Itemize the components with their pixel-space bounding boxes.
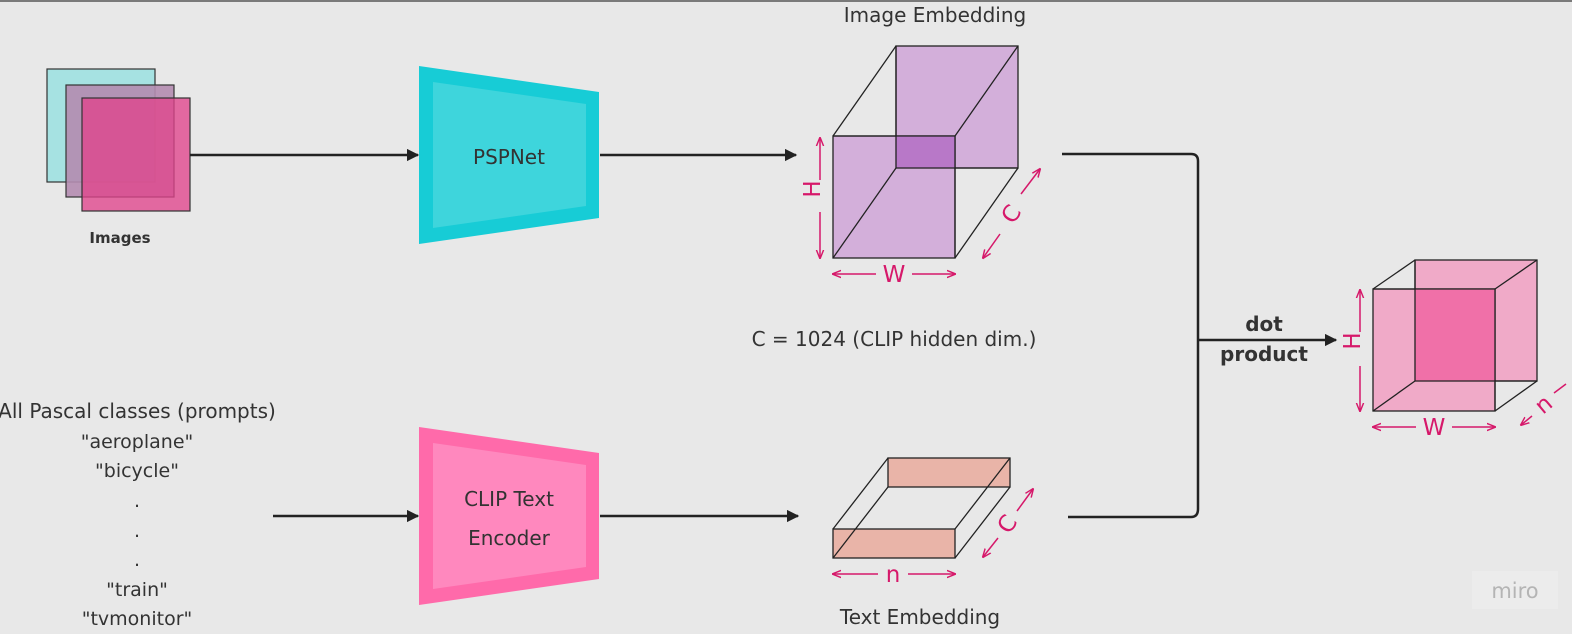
clip-text-encoder-block (419, 427, 599, 605)
prompt-item: "tvmonitor" (82, 608, 193, 630)
txt-c-arrow-down (983, 537, 999, 557)
txt-n-label: n (886, 562, 901, 588)
prompts-list: All Pascal classes (prompts) "aeroplane"… (0, 399, 276, 630)
img-c-arrow-down (983, 233, 1001, 258)
watermark-badge (1472, 571, 1558, 609)
miro-watermark: miro (1491, 579, 1538, 603)
prompt-item: . (134, 549, 140, 571)
img-c-arrow-up (1020, 169, 1040, 195)
output-cube (1372, 259, 1538, 412)
img-c-label: C (997, 201, 1028, 229)
image-embedding-title: Image Embedding (844, 3, 1026, 27)
txt-c-label: C (993, 511, 1024, 539)
prompt-item: "aeroplane" (81, 431, 194, 453)
dot-product-label-line1: dot (1245, 312, 1283, 336)
out-w-label: W (1423, 415, 1446, 441)
image-embedding-cube (832, 45, 1019, 259)
pspnet-label: PSPNet (473, 145, 545, 169)
images-stack-icon (46, 68, 191, 212)
img-w-label: W (883, 262, 906, 288)
img-h-label: H (800, 180, 826, 197)
prompt-item: . (134, 520, 140, 542)
c-dimension-note: C = 1024 (CLIP hidden dim.) (752, 327, 1037, 351)
merge-connector (1062, 152, 1200, 519)
prompt-item: "bicycle" (95, 460, 179, 482)
pspnet-block (419, 66, 599, 244)
out-n-arrow-down (1521, 415, 1533, 425)
clip-label-line2: Encoder (468, 526, 551, 550)
out-n-arrow-up (1553, 383, 1567, 394)
images-label: Images (89, 229, 150, 247)
out-n-label: n (1530, 390, 1558, 419)
dot-product-label-line2: product (1220, 342, 1308, 366)
text-embedding-title: Text Embedding (839, 605, 1000, 629)
out-h-label: H (1340, 332, 1366, 349)
txt-c-arrow-up (1016, 489, 1033, 512)
clip-label-line1: CLIP Text (464, 487, 554, 511)
prompt-item: "train" (106, 579, 168, 601)
text-embedding-slab (832, 457, 1011, 559)
prompt-item: . (134, 490, 140, 512)
prompts-header: All Pascal classes (prompts) (0, 399, 276, 423)
